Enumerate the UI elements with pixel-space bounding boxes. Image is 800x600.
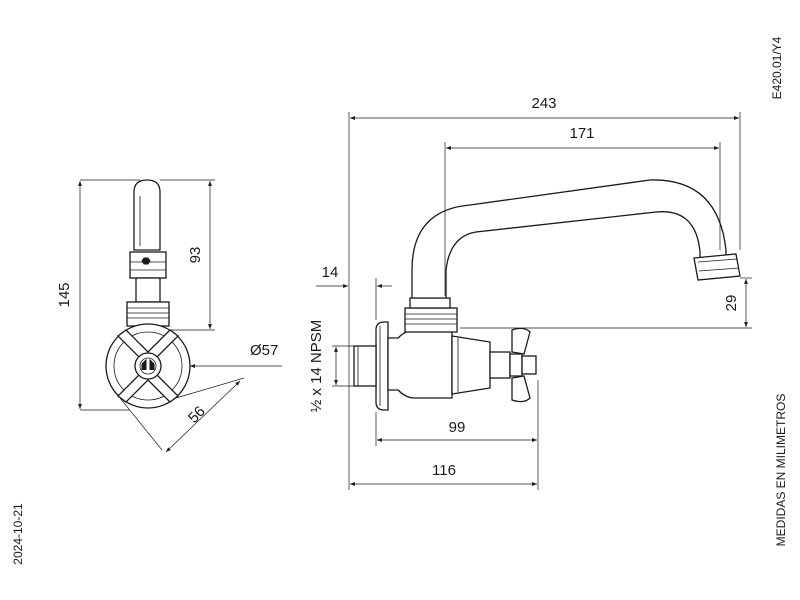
side-spout	[411, 179, 727, 299]
side-aerator	[693, 253, 741, 281]
dim-99: 99	[449, 419, 466, 436]
drawing-date: 2024-10-21	[11, 503, 25, 565]
dim-116: 116	[432, 462, 456, 479]
side-top-nut	[404, 307, 458, 333]
side-cross-handle	[511, 327, 531, 355]
dim-56: 56	[185, 403, 209, 427]
side-bonnet	[451, 335, 491, 395]
front-nut	[126, 301, 170, 327]
dim-243: 243	[531, 95, 556, 112]
dim-14: 14	[322, 264, 339, 281]
front-hex-collar	[129, 251, 167, 279]
drawing-code: E420.01/Y4	[770, 36, 784, 99]
dim-93: 93	[187, 247, 204, 264]
front-hex-mark-icon	[141, 257, 151, 265]
side-wall-flange	[375, 321, 389, 411]
side-valve-body	[387, 329, 453, 399]
dim-145: 145	[56, 282, 73, 307]
dim-29: 29	[723, 295, 740, 312]
units-note: MEDIDAS EN MILIMETROS	[774, 394, 788, 547]
front-cold-mark-icon	[141, 358, 155, 370]
dim-171: 171	[569, 125, 594, 142]
front-handle-cap	[134, 352, 162, 380]
side-thread-inlet	[353, 345, 377, 387]
front-view	[78, 179, 282, 453]
thread-spec-label: ½ x 14 NPSM	[308, 320, 325, 413]
side-view	[316, 112, 752, 490]
front-spout-tube	[133, 179, 161, 251]
dim-diameter-57: Ø57	[250, 342, 278, 359]
